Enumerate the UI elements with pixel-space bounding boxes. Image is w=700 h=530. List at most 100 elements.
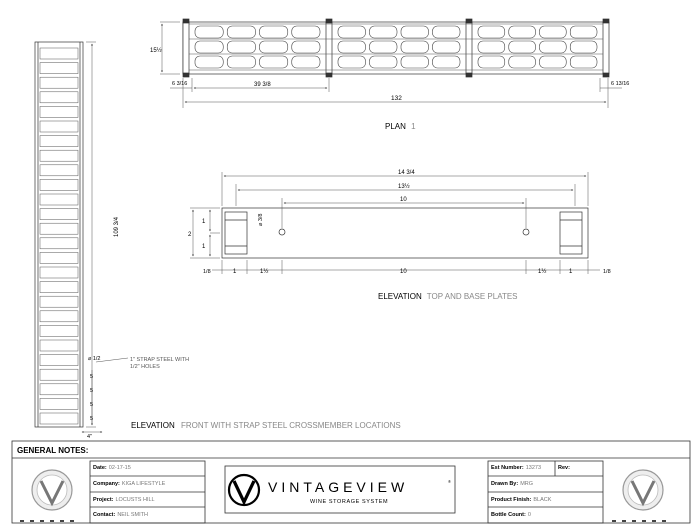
front-rung <box>39 325 79 337</box>
front-height-dimension <box>86 41 96 428</box>
front-rung <box>39 135 79 147</box>
plate-side-bot-label: 1 <box>202 244 206 250</box>
front-rung <box>39 106 79 118</box>
front-rung <box>39 149 79 162</box>
plan-bottle-slot <box>569 25 598 39</box>
front-elevation-title: ELEVATION FRONT WITH STRAP STEEL CROSSME… <box>131 421 401 430</box>
plan-bottle-slot <box>226 55 256 69</box>
plan-post-cap <box>465 18 473 24</box>
spacing-label-3: 5 <box>90 402 93 408</box>
spacing-label-2: 5 <box>90 388 93 394</box>
plate-side-mid-label: 2 <box>188 232 192 238</box>
date-field: Date:02-17-15 <box>93 465 131 471</box>
front-rung <box>39 368 79 381</box>
plan-bottle-slot <box>539 40 567 54</box>
medallion-logo-right <box>622 469 664 511</box>
plate-b-e1-label: 1/8 <box>203 269 211 275</box>
plan-title-number: 1 <box>411 122 416 131</box>
front-rungs <box>39 47 79 425</box>
front-rung <box>39 222 79 235</box>
plan-end-left-label: 6 3/16 <box>172 81 187 87</box>
plate-elevation-title: ELEVATION TOP AND BASE PLATES <box>378 292 518 301</box>
bottle-count-label: Bottle Count: <box>491 512 526 518</box>
front-elevation-title-text: ELEVATION <box>131 421 175 430</box>
strap-note-line1: 1" STRAP STEEL WITH <box>130 357 189 363</box>
plan-height-label: 15½ <box>150 47 162 54</box>
date-value: 02-17-15 <box>108 465 131 471</box>
front-hole-label: ⌀ 1/2 <box>88 356 101 362</box>
plan-bottle-slot <box>291 55 321 69</box>
strap-note-leader <box>95 357 129 363</box>
front-width-label: 4" <box>87 434 92 440</box>
plan-bottle-slot <box>369 55 398 69</box>
plan-bottle-slot <box>400 40 429 54</box>
plan-bottle-slot <box>337 40 366 54</box>
plan-bottle-slot <box>194 40 224 54</box>
plan-post-cap <box>602 72 610 78</box>
plate-hole-dia-label: ⌀ 3/8 <box>258 214 264 227</box>
front-rung <box>39 179 79 191</box>
plate-left-block <box>224 211 248 255</box>
drawn-by-label: Drawn By: <box>491 481 519 487</box>
plate-outline <box>221 207 589 259</box>
plan-bottle-slot <box>477 25 506 39</box>
front-rung <box>39 295 79 308</box>
contact-value: NEIL SMITH <box>117 512 148 518</box>
plate-b-h1-label: 1½ <box>260 268 268 275</box>
plate-elevation-title-text: ELEVATION <box>378 292 422 301</box>
plan-bottle-slot <box>432 40 461 54</box>
strap-note-line2: 1/2" HOLES <box>130 364 160 370</box>
front-rung <box>39 208 79 220</box>
front-rung <box>39 164 79 177</box>
product-finish-field: Product Finish:BLACK <box>491 497 551 503</box>
plan-post-cap <box>182 18 190 24</box>
contact-label: Contact: <box>93 512 116 518</box>
company-field: Company:KIGA LIFESTYLE <box>93 481 165 487</box>
plan-bottle-slot <box>337 25 366 39</box>
front-rung <box>39 76 79 89</box>
drawn-by-value: MRG <box>520 481 534 487</box>
plate-elevation-subtitle: TOP AND BASE PLATES <box>427 292 518 301</box>
brand-name: VINTAGEVIEW <box>268 479 408 495</box>
estimate-number-field: Est Number:13273 <box>491 465 541 471</box>
front-elevation <box>34 41 84 428</box>
plan-title: PLAN 1 <box>385 122 416 131</box>
plan-bottle-slot <box>508 40 536 54</box>
front-rung <box>39 281 79 293</box>
plan-bottle-slot <box>508 25 536 39</box>
plan-post-cap <box>325 18 333 24</box>
brand-registered-mark: ® <box>448 479 451 484</box>
product-finish-value: BLACK <box>533 497 552 503</box>
plan-bottle-slot <box>369 25 398 39</box>
plate-side-top-label: 1 <box>202 219 206 225</box>
plan-bottle-slot <box>569 40 598 54</box>
plan-bottle-slot <box>400 25 429 39</box>
revision-field: Rev: <box>558 465 572 471</box>
plan-bottle-slot <box>259 40 289 54</box>
plan-post-cap <box>465 72 473 78</box>
plate-hole-span-label: 10 <box>400 197 407 203</box>
plan-bottle-slot <box>400 55 429 69</box>
revision-label: Rev: <box>558 465 570 471</box>
plan-racks <box>189 23 603 71</box>
front-rung <box>39 310 79 323</box>
plan-bottle-slot <box>291 25 321 39</box>
plan-bottle-slot <box>477 40 506 54</box>
plan-bottle-slot <box>194 25 224 39</box>
plan-post <box>465 21 473 75</box>
plan-bottle-slot <box>477 55 506 69</box>
plate-hole-right <box>522 228 530 236</box>
front-rung <box>39 354 79 366</box>
front-rung <box>39 193 79 206</box>
plan-title-text: PLAN <box>385 122 406 131</box>
plate-b-e2-label: 1/8 <box>603 269 611 275</box>
front-elevation-subtitle: FRONT WITH STRAP STEEL CROSSMEMBER LOCAT… <box>181 421 401 430</box>
estimate-number-value: 13273 <box>525 465 541 471</box>
plan-bottle-slot <box>569 55 598 69</box>
front-elevation-outline <box>34 41 84 428</box>
plan-post-cap <box>325 72 333 78</box>
plan-bottle-slot <box>539 55 567 69</box>
plan-bottle-slot <box>337 55 366 69</box>
brand-logo-icon <box>227 473 261 507</box>
plate-b-1-label: 1 <box>233 269 237 275</box>
